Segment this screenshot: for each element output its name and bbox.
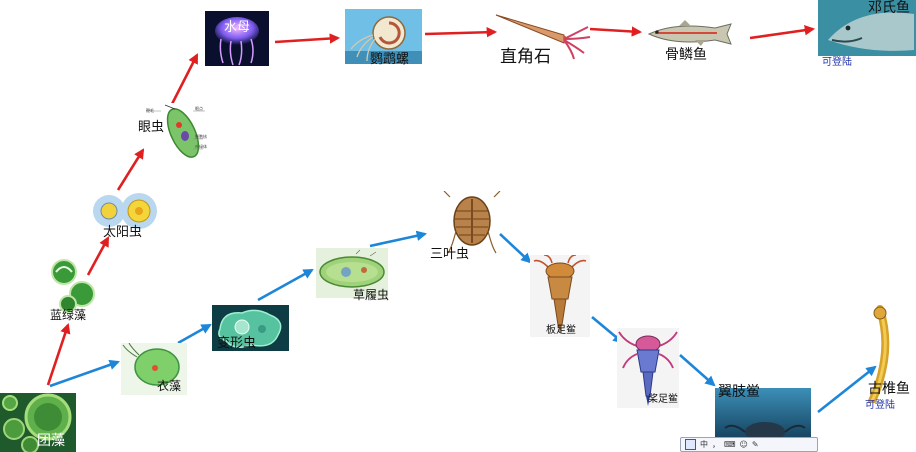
caolvchong-label: 草履虫 [353, 288, 390, 302]
lanlvzao-label: 蓝绿藻 [50, 308, 87, 322]
guzhuiyu-land-note: 可登陆 [865, 400, 895, 411]
ime-punct-button[interactable]: ， [712, 440, 720, 449]
ime-logo-icon[interactable] [685, 439, 696, 450]
shuimu-label: 水母 [224, 20, 251, 35]
yizao-label: 衣藻 [157, 379, 182, 393]
gulinyu-image [645, 20, 747, 48]
arrow-jiangzuxie-to-yizhixie [679, 354, 716, 387]
tuanzao-label: 团藻 [37, 433, 65, 449]
yingwuluo-image [345, 9, 422, 64]
yingwuluo-label: 鹦鹉螺 [370, 52, 410, 67]
zhijiaoshi-image [494, 9, 592, 61]
zhijiaoshi-label: 直角石 [500, 47, 551, 67]
sanyechong-label: 三叶虫 [430, 247, 470, 262]
taiyangchong-label: 太阳虫 [103, 225, 143, 240]
arrow-caolvchong-to-sanyechong [369, 230, 428, 248]
arrow-taiyangchong-to-yanchong [116, 148, 145, 191]
arrow-sanyechong-to-banzuxie [499, 233, 532, 264]
arrow-bianxingchong-to-caolvchong [257, 268, 314, 302]
guzhuiyu-image [862, 305, 898, 403]
caolvchong-image [316, 248, 388, 298]
gulinyu-label: 骨鳞鱼 [665, 47, 707, 63]
dengshiyu-label: 邓氏鱼 [868, 0, 910, 16]
arrow-tuanzao-to-lanlvzao [46, 323, 71, 386]
banzuxie-image [530, 255, 590, 337]
lanlvzao-image [48, 258, 96, 313]
arrow-lanlvzao-to-taiyangchong [86, 236, 110, 276]
arrow-gulinyu-to-dengshiyu [749, 25, 816, 40]
jiangzuxie-label: 桨足鲎 [648, 394, 678, 405]
bianxingchong-image [212, 305, 289, 351]
dengshiyu-land-note: 可登陆 [822, 57, 852, 68]
yanchong-part-label: 叶绿体 [195, 143, 207, 149]
bianxingchong-label: 变形虫 [217, 336, 257, 351]
yanchong-image: 鞭毛 眼点 细胞核 叶绿体 [145, 103, 210, 161]
ime-toolbar[interactable]: 中 ， ⌨ ☺ ✎ [680, 437, 818, 452]
ime-tools-button[interactable]: ✎ [751, 440, 759, 449]
ime-keyboard-button[interactable]: ⌨ [724, 440, 736, 449]
ime-mode-button[interactable]: 中 [700, 440, 708, 449]
yizhixie-label: 翼肢鲎 [718, 384, 760, 400]
dengshiyu-image [818, 0, 916, 56]
taiyangchong-image [91, 191, 161, 231]
arrow-tuanzao-to-yizao [49, 359, 120, 388]
arrow-yizhixie-to-guzhuiyu [817, 365, 877, 414]
jiangzuxie-image [617, 328, 679, 408]
arrow-yanchong-to-shuimu [170, 53, 199, 105]
banzuxie-label: 板足鲎 [546, 325, 576, 336]
arrow-zhijiaoshi-to-gulinyu [589, 26, 643, 37]
yanchong-part-label: 眼点 [195, 105, 203, 111]
guzhuiyu-label: 古椎鱼 [868, 381, 910, 397]
arrow-yizao-to-bianxingchong [177, 323, 212, 345]
arrow-yingwuluo-to-zhijiaoshi [424, 27, 498, 38]
yanchong-label: 眼虫 [138, 120, 165, 135]
yanchong-part-label: 细胞核 [195, 133, 207, 139]
yanchong-part-label: 鞭毛 [146, 107, 154, 113]
sanyechong-image [442, 191, 502, 255]
shuimu-image [205, 11, 269, 66]
yizao-image [121, 343, 187, 395]
arrow-shuimu-to-yingwuluo [274, 33, 341, 44]
ime-emoji-button[interactable]: ☺ [739, 440, 748, 449]
tuanzao-image [0, 393, 76, 452]
